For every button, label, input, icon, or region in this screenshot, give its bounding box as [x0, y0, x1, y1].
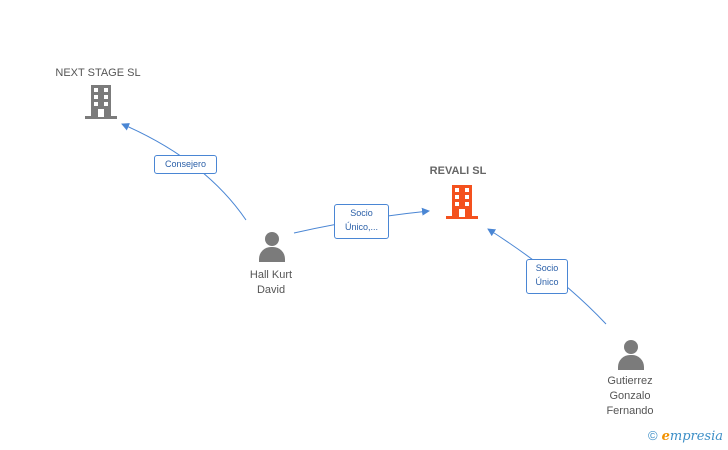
edge-label-text: Consejero	[164, 159, 207, 169]
building-icon[interactable]	[85, 85, 117, 119]
person-icon[interactable]	[258, 232, 286, 262]
person-name-line: Hall Kurt	[249, 269, 293, 281]
copyright-symbol: ©	[648, 428, 658, 443]
empresia-watermark: ©empresia	[648, 428, 723, 444]
person-name-line: Gutierrez	[607, 375, 653, 387]
edge-label-text: Socio	[350, 208, 373, 218]
edge-label-consejero[interactable]: Consejero	[154, 155, 217, 174]
person-icon[interactable]	[617, 340, 645, 370]
edge-label-text: Socio	[535, 263, 559, 273]
brand-name: mpresia	[669, 429, 724, 444]
edge-label-text: Único	[535, 277, 559, 287]
building-icon-highlighted[interactable]	[446, 185, 478, 219]
person-label-gutierrez[interactable]: Gutierrez Gonzalo Fernando	[580, 374, 680, 419]
company-label-revali[interactable]: REVALI SL	[429, 165, 487, 177]
brand-initial: e	[661, 429, 670, 444]
person-name-line: Fernando	[606, 405, 654, 417]
company-label-next-stage[interactable]: NEXT STAGE SL	[55, 67, 141, 79]
edge-label-socio-unico-gutierrez[interactable]: Socio Único	[526, 259, 568, 294]
person-label-hall[interactable]: Hall Kurt David	[221, 268, 321, 298]
edge-label-text: Único,...	[344, 222, 378, 232]
edge-label-socio-unico-hall[interactable]: Socio Único,...	[334, 204, 389, 239]
person-name-line: Gonzalo	[609, 390, 651, 402]
person-name-line: David	[256, 284, 286, 296]
